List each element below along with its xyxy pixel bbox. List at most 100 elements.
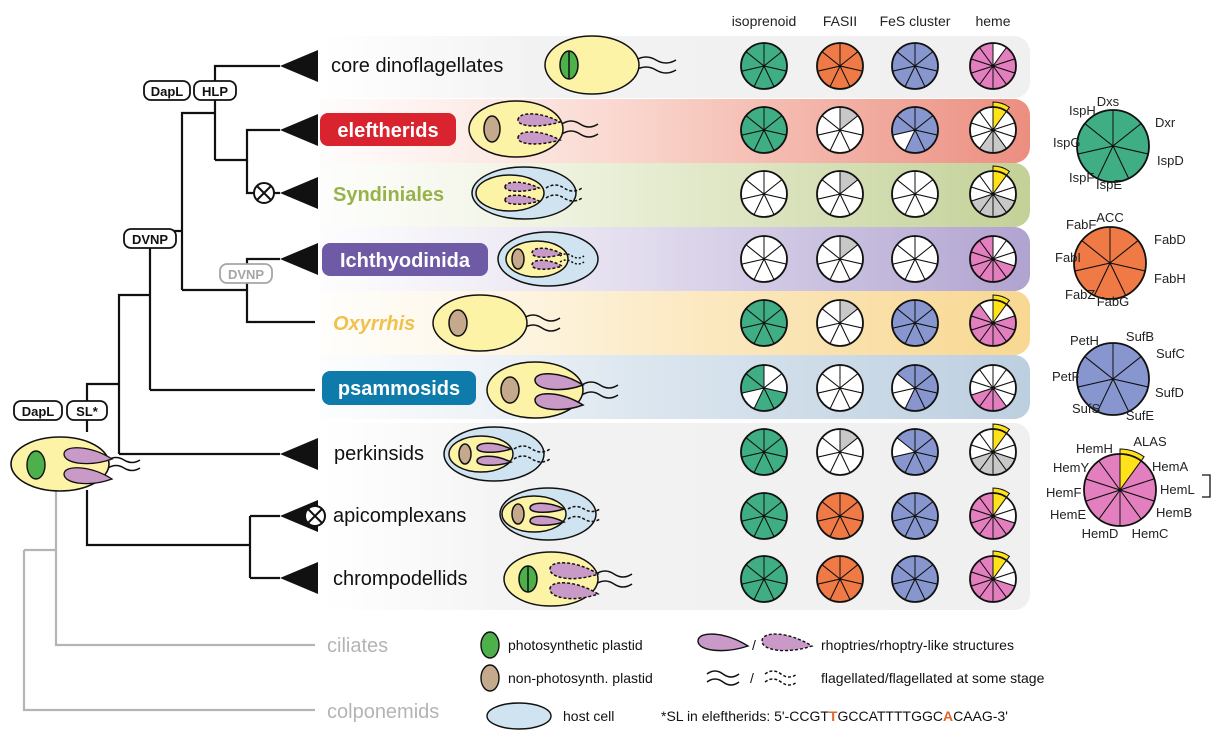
- key-label-sufc: SufC: [1156, 346, 1185, 361]
- pie-outline: [1076, 342, 1150, 416]
- key-label-hemf: HemF: [1046, 485, 1081, 500]
- triangle-perkinsids: [280, 438, 318, 470]
- clade-label-oxyrrhis: Oxyrrhis: [333, 313, 415, 335]
- pie-isoprenoid-row-3: [740, 170, 788, 218]
- key-label-sufe: SufE: [1126, 408, 1155, 423]
- badge-ichthyodinida: [322, 243, 488, 276]
- pie-fasii-row-4: [816, 235, 864, 283]
- pie-heme-row-1: [969, 42, 1017, 90]
- pie-wedge: [992, 165, 1011, 196]
- key-label-hemd: HemD: [1082, 526, 1119, 541]
- pie-wedge: [992, 550, 1011, 581]
- key-label-acc: ACC: [1096, 210, 1123, 225]
- clade-label-syndiniales: Syndiniales: [333, 184, 444, 206]
- col-header-fasii: FASII: [823, 13, 857, 29]
- cell-eleftherids: [468, 100, 599, 158]
- pie-outline: [816, 428, 864, 476]
- key-label-sufs: SufS: [1072, 401, 1101, 416]
- root-ancestor-cell: [10, 436, 141, 492]
- label-dapl-top: DapL: [151, 84, 184, 99]
- box-dapl-root: [13, 400, 63, 421]
- pie-outline: [969, 364, 1017, 412]
- pie-outline: [1073, 226, 1147, 300]
- key-label-ispd: IspD: [1157, 153, 1184, 168]
- legend-host-label: host cell: [563, 708, 614, 724]
- clade-label-chrompodellids: chrompodellids: [333, 568, 468, 590]
- pie-outline: [969, 106, 1017, 154]
- tree-event-boxes: DapL HLP DVNP DVNP DapL SL*: [13, 80, 273, 421]
- pie-wedge: [992, 487, 1011, 518]
- pie-fasii-row-6: [816, 364, 864, 412]
- cell-ichthyodinida: [497, 231, 599, 287]
- key-label-fabf: FabF: [1066, 217, 1096, 232]
- pie-heme-row-5: [969, 294, 1017, 347]
- clade-label-perkinsids: perkinsids: [334, 443, 424, 465]
- box-dapl-top: [143, 80, 191, 101]
- pie-fes-row-3: [891, 170, 939, 218]
- cell-apicomplexans: [499, 487, 601, 541]
- pie-fes-row-1: [891, 42, 939, 90]
- legend-photosynthetic-label: photosynthetic plastid: [508, 637, 643, 653]
- clade-label-eleftherids: eleftherids: [337, 120, 438, 142]
- pie-outline: [969, 492, 1017, 540]
- key-label-ispg: IspG: [1053, 135, 1080, 150]
- loss-marker-apicomplexans: [304, 505, 326, 527]
- rhoptry: [63, 467, 114, 485]
- pie-outline: [891, 428, 939, 476]
- key-label-hemc: HemC: [1132, 526, 1169, 541]
- pie-heme-row-8: [969, 487, 1017, 540]
- pie-fasii-row-1: [816, 42, 864, 90]
- sl-suffix: CAAG-3': [953, 708, 1008, 724]
- clade-label-apicomplexans: apicomplexans: [333, 505, 466, 527]
- key-label-heml: HemL: [1160, 482, 1195, 497]
- pie-outline: [816, 555, 864, 603]
- pie-fasii-row-3: [816, 170, 864, 218]
- outgroup-label-ciliates: ciliates: [327, 635, 388, 657]
- key-labels-heme: ALAS HemA HemL HemB HemC HemD HemE HemF …: [1046, 434, 1211, 541]
- label-hlp: HLP: [202, 84, 228, 99]
- pie-fasii-row-8: [816, 492, 864, 540]
- key-label-alas: ALAS: [1133, 434, 1167, 449]
- cell-illustrations: [432, 35, 677, 607]
- pie-heme-row-6: [969, 364, 1017, 412]
- pie-outline: [969, 235, 1017, 283]
- pie-outline: [891, 170, 939, 218]
- pie-fes-row-2: [891, 106, 939, 154]
- sl-middle: GCCATTTTGGC: [837, 708, 943, 724]
- pie-outline: [740, 492, 788, 540]
- key-label-isph: IspH: [1069, 103, 1096, 118]
- pie-fes-row-7: [891, 428, 939, 476]
- key-label-petf: PetF: [1052, 369, 1080, 384]
- pie-outline: [969, 42, 1017, 90]
- key-label-dxr: Dxr: [1155, 115, 1176, 130]
- pie-isoprenoid-row-7: [740, 428, 788, 476]
- key-label-hemy: HemY: [1053, 460, 1089, 475]
- pie-outline: [740, 42, 788, 90]
- badge-psammosids: [322, 371, 476, 405]
- pie-outline: [740, 299, 788, 347]
- pie-outline: [816, 299, 864, 347]
- cell-core-dinoflagellates: [544, 35, 677, 95]
- pie-fes-row-4: [891, 235, 939, 283]
- key-label-ispf: IspF: [1069, 170, 1094, 185]
- legend-sl-sequence: *SL in eleftherids: 5'-CCGTTGCCATTTTGGCA…: [661, 708, 1008, 724]
- key-pie-fes: [1076, 342, 1150, 416]
- pie-outline: [891, 492, 939, 540]
- cell-syndiniales: [471, 166, 583, 220]
- pathway-pie-grid: [740, 42, 1017, 603]
- pie-outline: [740, 170, 788, 218]
- triangle-core-dinoflagellates: [280, 50, 318, 82]
- pie-heme-row-4: [969, 235, 1017, 283]
- column-headers: isoprenoid FASII FeS cluster heme: [732, 13, 1011, 29]
- pie-fes-row-8: [891, 492, 939, 540]
- pie-outline: [891, 364, 939, 412]
- pie-outline: [891, 235, 939, 283]
- key-label-hemb: HemB: [1156, 505, 1192, 520]
- pie-wedge: [992, 294, 1011, 325]
- key-label-heme: HemE: [1050, 507, 1086, 522]
- label-dvnp-faded: DVNP: [228, 267, 264, 282]
- pie-outline: [740, 428, 788, 476]
- key-label-ispe: IspE: [1096, 177, 1122, 192]
- key-labels-isoprenoid: Dxs Dxr IspD IspE IspF IspG IspH: [1053, 94, 1184, 192]
- pie-isoprenoid-row-6: [740, 364, 788, 412]
